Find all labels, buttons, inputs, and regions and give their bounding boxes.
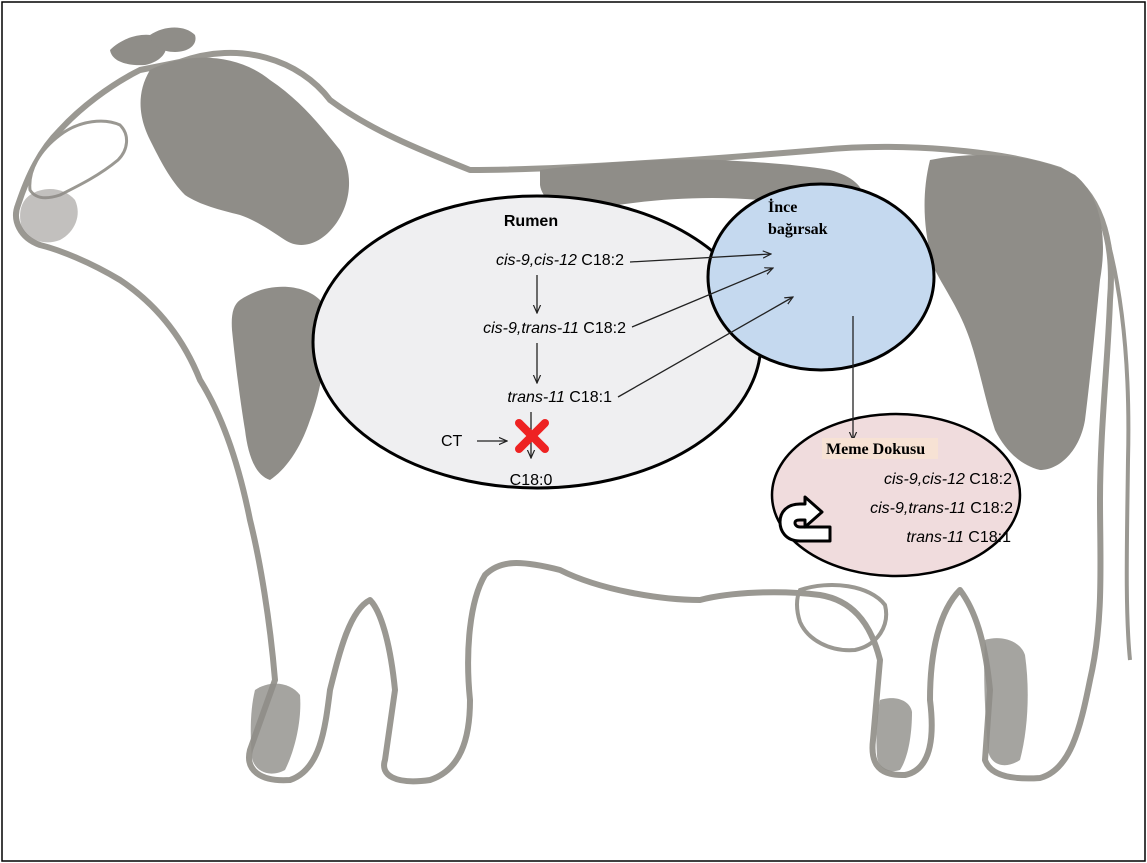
ct-label: CT <box>441 433 463 450</box>
rumen-row-1: cis-9,cis-12 C18:2 <box>496 252 624 269</box>
rumen-row-1-plain: C18:2 <box>577 252 624 269</box>
rumen-row-1-italic: cis-9,cis-12 <box>496 252 577 269</box>
mammary-row-1-plain: C18:2 <box>965 471 1012 488</box>
rumen-row-3: trans-11 C18:1 <box>507 389 612 406</box>
intestine-label-line2: bağırsak <box>768 221 828 238</box>
mammary-row-1-italic: cis-9,cis-12 <box>884 471 965 488</box>
mammary-title: Meme Dokusu <box>826 441 925 458</box>
cow-hind-leg-patch <box>984 638 1028 765</box>
rumen-row-2: cis-9,trans-11 C18:2 <box>483 320 626 337</box>
mammary-row-3: trans-11 C18:1 <box>906 529 1011 546</box>
rumen-end-product: C18:0 <box>510 472 553 489</box>
rumen-row-2-plain: C18:2 <box>579 320 626 337</box>
mammary-row-3-plain: C18:1 <box>964 529 1011 546</box>
rumen-row-3-italic: trans-11 <box>507 389 565 406</box>
mammary-row-2: cis-9,trans-11 C18:2 <box>870 500 1013 517</box>
small-intestine-ellipse <box>708 184 934 370</box>
mammary-row-2-plain: C18:2 <box>966 500 1013 517</box>
mammary-row-2-italic: cis-9,trans-11 <box>870 500 966 517</box>
intestine-label-line1: İnce <box>768 197 797 216</box>
rumen-row-3-plain: C18:1 <box>565 389 612 406</box>
rumen-row-2-italic: cis-9,trans-11 <box>483 320 579 337</box>
rumen-title: Rumen <box>504 213 558 230</box>
mammary-row-1: cis-9,cis-12 C18:2 <box>884 471 1012 488</box>
mammary-row-3-italic: trans-11 <box>906 529 964 546</box>
